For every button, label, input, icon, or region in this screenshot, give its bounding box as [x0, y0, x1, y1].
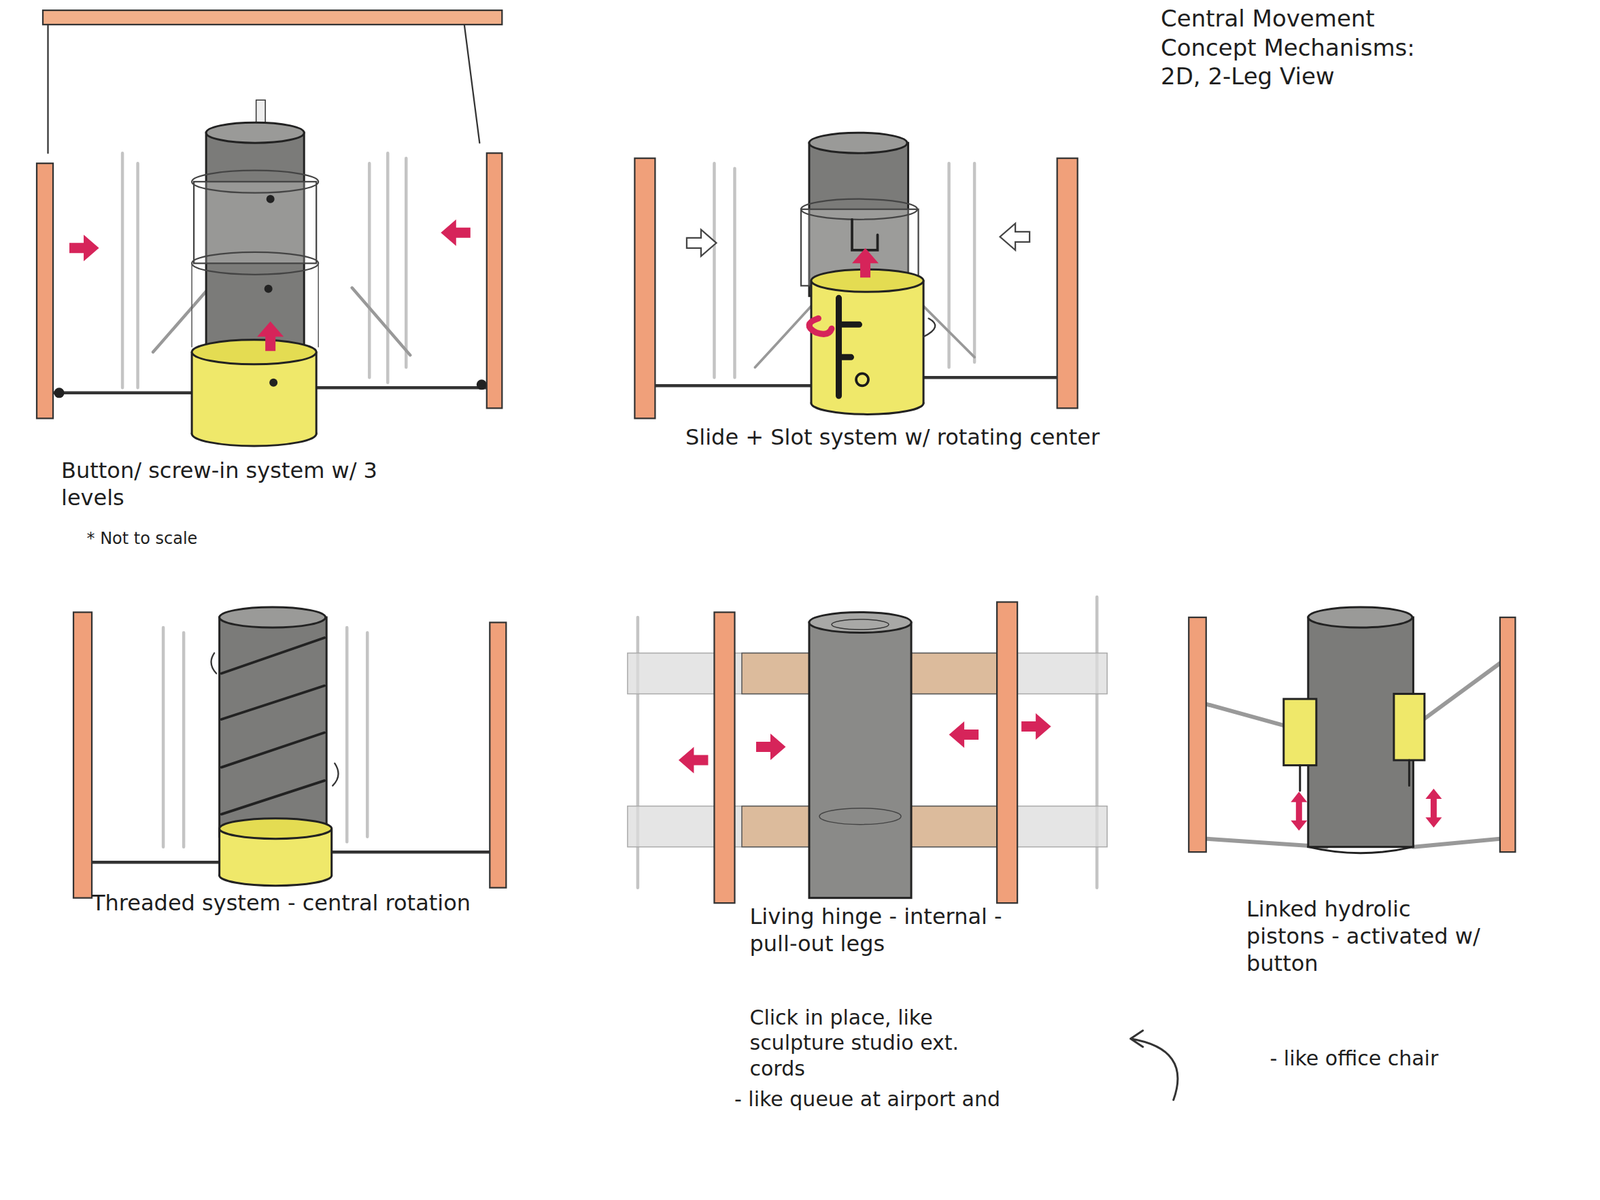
scale-note: * Not to scale [87, 528, 292, 549]
button-screw-sketch-part [193, 181, 317, 264]
living-hinge-sketch-part [713, 612, 735, 904]
living-hinge-sketch-part [741, 653, 810, 695]
slide-slot-sketch-part [809, 132, 908, 153]
button-screw-sketch-part [191, 339, 317, 365]
slide-slot-sketch-part [686, 229, 717, 257]
button-screw-sketch-part [54, 387, 65, 398]
linked-pistons-sketch-part [1425, 788, 1442, 828]
slide-slot-sketch-part [809, 318, 832, 334]
threaded-sketch-part [73, 612, 92, 899]
slide-slot-sketch-part [811, 280, 924, 404]
note-leader-arrow [1130, 1030, 1178, 1101]
analogy-note: Click in place, like sculpture studio ex… [750, 1005, 995, 1082]
button-screw-sketch-part [48, 24, 481, 153]
living-hinge-sketch-part [809, 622, 912, 899]
living-hinge-sketch-part [1021, 713, 1052, 740]
linked-pistons-sketch-part [1308, 847, 1414, 854]
linked-pistons-sketch-part [1300, 760, 1410, 791]
living-hinge-sketch-part [819, 808, 901, 825]
slide-slot-sketch-part [852, 219, 878, 251]
living-hinge-sketch-part [911, 806, 997, 848]
button-screw-sketch-part [191, 170, 319, 194]
note-leader-arrow-part [1130, 1030, 1178, 1101]
living-hinge-sketch-part [678, 747, 709, 774]
threaded-sketch-part [489, 622, 506, 889]
slide-slot-sketch-part [801, 199, 918, 220]
linked-pistons-sketch-part [1188, 617, 1207, 853]
threaded-sketch-part [219, 818, 332, 840]
living-hinge-sketch-part [949, 721, 980, 748]
threaded-sketch-part [211, 653, 339, 787]
button-screw-sketch-part [42, 10, 502, 25]
button-screw-sketch-part [257, 321, 284, 352]
living-hinge-sketch-part [741, 806, 810, 848]
living-hinge-sketch-part [756, 733, 787, 761]
living-hinge-sketch-part [996, 602, 1018, 904]
button-screw-sketch-part [191, 252, 319, 275]
analogy-note: - like queue at airport and [734, 1086, 1071, 1113]
living-hinge-sketch-part [831, 619, 889, 630]
button-screw-sketch-part [36, 163, 54, 419]
button-screw-sketch-part [476, 379, 487, 390]
slide-slot-sketch-part [1057, 158, 1078, 409]
concept-caption: Threaded system - central rotation [91, 889, 582, 917]
sheet-title: Central Movement Concept Mechanisms: 2D,… [1160, 4, 1460, 92]
button-screw-sketch-part [206, 122, 304, 143]
slide-slot-sketch [634, 132, 1078, 419]
button-screw-sketch-part [266, 195, 275, 204]
concept-caption: Slide + Slot system w/ rotating center [685, 423, 1114, 451]
threaded-sketch-part [221, 637, 326, 815]
linked-pistons-sketch-part [1283, 699, 1317, 766]
button-screw-sketch-part [269, 378, 278, 387]
living-hinge-sketch-part [911, 653, 997, 695]
button-screw-sketch-part [264, 284, 273, 294]
living-hinge-sketch [627, 597, 1108, 904]
linked-pistons-sketch-part [1308, 607, 1413, 628]
linked-pistons-sketch [1188, 607, 1516, 854]
button-screw-sketch-part [69, 234, 100, 262]
linked-pistons-sketch-part [1290, 792, 1307, 831]
concept-caption: Living hinge - internal - pull-out legs [750, 903, 1057, 958]
button-screw-sketch-part [440, 219, 471, 247]
concept-caption: Button/ screw-in system w/ 3 levels [61, 456, 388, 512]
slide-slot-sketch-part [811, 280, 924, 404]
slide-slot-sketch-part [852, 248, 879, 279]
slide-slot-sketch-part [856, 373, 869, 386]
linked-pistons-sketch-part [1500, 617, 1516, 853]
button-screw-sketch-part [486, 152, 503, 408]
living-hinge-sketch-part [809, 612, 912, 634]
threaded-sketch-part [219, 607, 326, 628]
analogy-note: - like office chair [1270, 1045, 1454, 1072]
slide-slot-sketch-part [1000, 223, 1031, 251]
slide-slot-sketch-part [634, 158, 655, 419]
slide-slot-sketch-part [923, 318, 935, 337]
threaded-sketch [73, 607, 506, 899]
concept-caption: Linked hydrolic pistons - activated w/ b… [1246, 895, 1492, 978]
button-screw-sketch-part [191, 263, 319, 347]
linked-pistons-sketch-part [1393, 694, 1425, 761]
button-screw-sketch [36, 10, 502, 447]
threaded-sketch-part [219, 617, 328, 838]
